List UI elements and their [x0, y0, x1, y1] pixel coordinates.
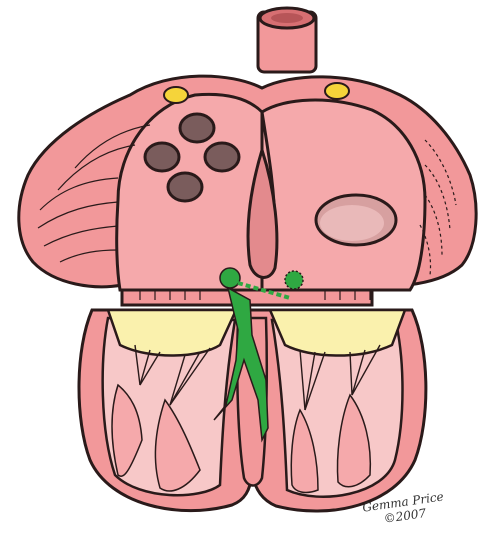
great-vessel	[258, 8, 316, 72]
node-right	[325, 83, 349, 99]
tricuspid-valve	[270, 310, 405, 356]
atria	[19, 76, 476, 305]
node-left	[164, 87, 188, 103]
